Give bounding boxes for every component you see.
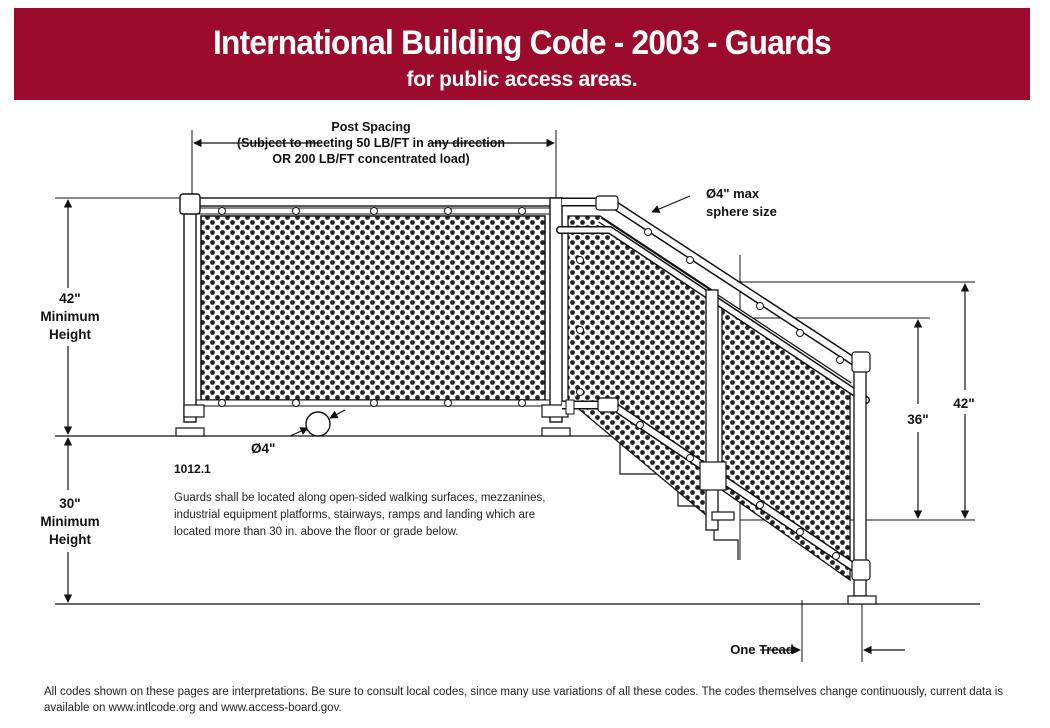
page-title: International Building Code - 2003 - Gua… (212, 24, 832, 62)
code-section-number: 1012.1 (174, 462, 211, 476)
sphere-leader (651, 195, 691, 213)
code-section-text: Guards shall be located along open-sided… (174, 492, 546, 538)
height-42-label-3: Height (49, 327, 92, 342)
height-30-label-3: Height (49, 532, 92, 547)
dim-4-right (329, 409, 346, 419)
title-banner: International Building Code - 2003 - Gua… (14, 8, 1030, 100)
dim-4-left (289, 427, 309, 437)
dim-36-label: 36" (907, 412, 928, 427)
middle-post (549, 197, 563, 423)
middle-base-plate (541, 427, 571, 437)
dimension-arrows (63, 138, 970, 655)
height-30-label-2: Minimum (40, 514, 99, 529)
top-rail (183, 197, 563, 207)
post-spacing-label-2: (Subject to meeting 50 LB/FT in any dire… (237, 136, 505, 150)
end-base-plate (847, 595, 877, 605)
stair-mid-post (705, 289, 719, 531)
sphere-size-label-1: Ø4" max (706, 186, 760, 201)
page-subtitle: for public access areas. (406, 68, 638, 91)
height-42-label-2: Minimum (40, 309, 99, 324)
labels: Post Spacing (Subject to meeting 50 LB/F… (40, 120, 974, 657)
four-inch-sphere (305, 411, 331, 437)
height-30-label-1: 30" (59, 496, 80, 511)
footer-disclaimer: All codes shown on these pages are inter… (44, 686, 1004, 714)
one-tread-label: One Tread (730, 642, 794, 657)
stair-guard-panel (556, 195, 877, 605)
dim-42-right-label: 42" (953, 396, 974, 411)
height-42-label-1: 42" (59, 291, 80, 306)
post-spacing-label: Post Spacing (331, 120, 410, 134)
diameter-4-label: Ø4" (251, 441, 275, 456)
post-spacing-label-3: OR 200 LB/FT concentrated load) (272, 152, 469, 166)
flat-guard-panel (175, 193, 571, 437)
left-post (183, 197, 197, 423)
left-base-plate (175, 427, 205, 437)
corner-fitting (179, 193, 201, 215)
sphere-size-label-2: sphere size (706, 204, 777, 219)
